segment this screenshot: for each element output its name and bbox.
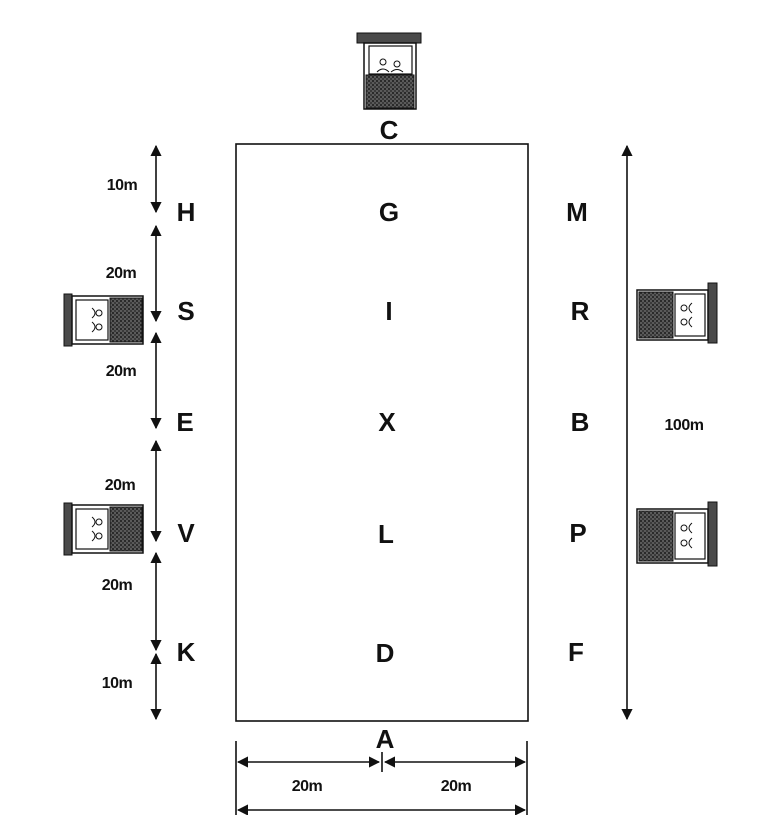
marker-e: E — [176, 407, 193, 437]
arena-boundary — [235, 143, 529, 722]
marker-h: H — [177, 197, 196, 227]
judge-box-left-s — [63, 293, 144, 347]
judge-box-left-v — [63, 502, 144, 556]
marker-x: X — [378, 407, 396, 437]
marker-k: K — [177, 637, 196, 667]
dim-label-20m-1: 20m — [106, 265, 137, 282]
marker-f: F — [568, 637, 584, 667]
marker-r: R — [571, 296, 590, 326]
marker-d: D — [376, 638, 395, 668]
marker-v: V — [177, 518, 195, 548]
dim-label-half-width-right: 20m — [441, 778, 472, 795]
marker-s: S — [177, 296, 194, 326]
marker-g: G — [379, 197, 399, 227]
dim-label-10m-bottom: 10m — [102, 675, 133, 692]
judge-box-right-r — [636, 282, 718, 344]
marker-b: B — [571, 407, 590, 437]
dim-label-20m-4: 20m — [102, 577, 133, 594]
marker-m: M — [566, 197, 588, 227]
dim-label-100m: 100m — [665, 417, 704, 434]
marker-c: C — [380, 115, 399, 145]
marker-i: I — [385, 296, 392, 326]
dim-label-10m-top: 10m — [107, 177, 138, 194]
marker-l: L — [378, 519, 394, 549]
dim-label-20m-2: 20m — [106, 363, 137, 380]
judge-box-right-p — [636, 501, 718, 567]
marker-p: P — [569, 518, 586, 548]
dim-label-half-width-left: 20m — [292, 778, 323, 795]
judge-box-top — [356, 32, 422, 110]
marker-a: A — [376, 724, 395, 754]
dim-label-20m-3: 20m — [105, 477, 136, 494]
